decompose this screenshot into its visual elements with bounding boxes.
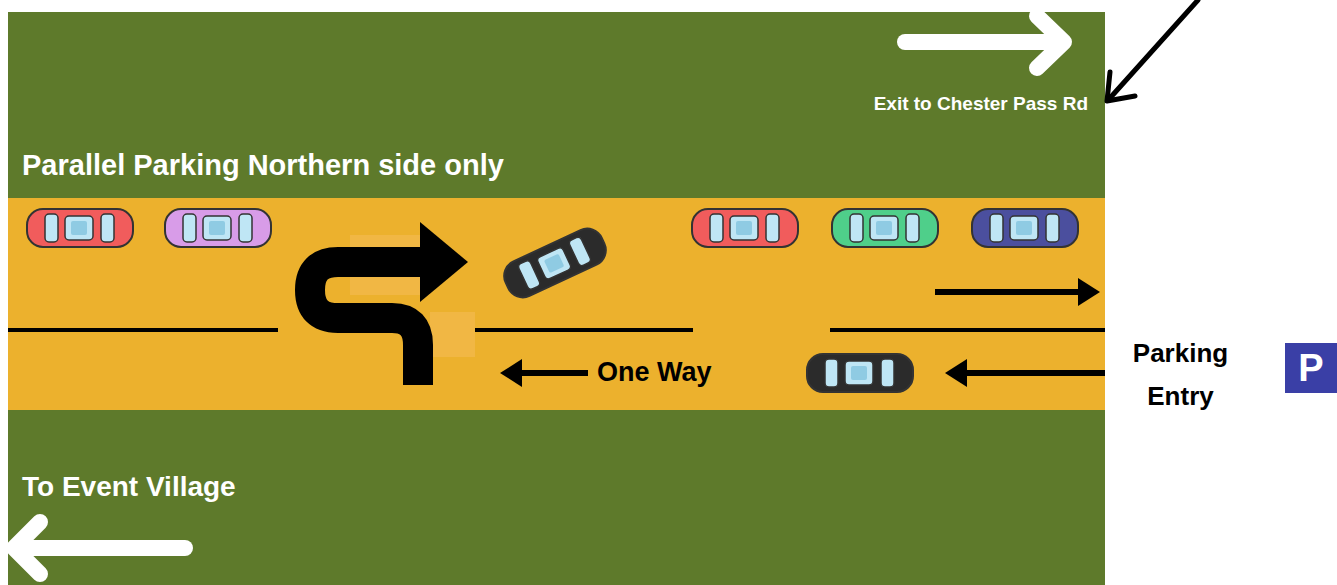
lane-arrow (960, 370, 1105, 376)
lane-arrow-head (945, 359, 967, 387)
turning-car (499, 223, 611, 302)
exit-arrow-head (1037, 16, 1064, 68)
one-way-label: One Way (597, 356, 727, 388)
parked-car (27, 209, 133, 247)
centre-line (8, 328, 278, 332)
parked-car (972, 209, 1078, 247)
village-arrow (28, 540, 185, 556)
destination-label: To Event Village (22, 470, 422, 504)
entering-car (807, 354, 913, 392)
one-way-arrow-head (500, 359, 522, 387)
parked-car (832, 209, 938, 247)
parking-rule-label: Parallel Parking Northern side only (22, 148, 722, 183)
parked-car (165, 209, 271, 247)
village-arrow-head (14, 522, 40, 574)
uturn-arrow-head (420, 222, 468, 302)
exit-arrow (905, 34, 1055, 50)
parked-car (692, 209, 798, 247)
uturn-shade (350, 235, 430, 295)
lane-arrow (935, 289, 1085, 295)
road: One Way (8, 198, 1105, 410)
parking-symbol: P (1285, 343, 1337, 393)
exit-label: Exit to Chester Pass Rd (788, 92, 1088, 115)
parking-entry-label: Parking Entry (1118, 332, 1243, 418)
uturn-arrow (310, 262, 425, 385)
one-way-arrow (515, 370, 588, 376)
pointer-head (1107, 72, 1135, 101)
parking-sign: Parking Entry P (1118, 330, 1337, 422)
centre-line (475, 328, 693, 332)
centre-line (830, 328, 1105, 332)
grass-band: Exit to Chester Pass Rd Parallel Parking … (8, 12, 1105, 198)
lane-arrow-head (1078, 278, 1100, 306)
uturn-shade (430, 312, 475, 357)
grass-band: To Event Village (8, 410, 1105, 585)
pointer-line (1110, 0, 1198, 98)
